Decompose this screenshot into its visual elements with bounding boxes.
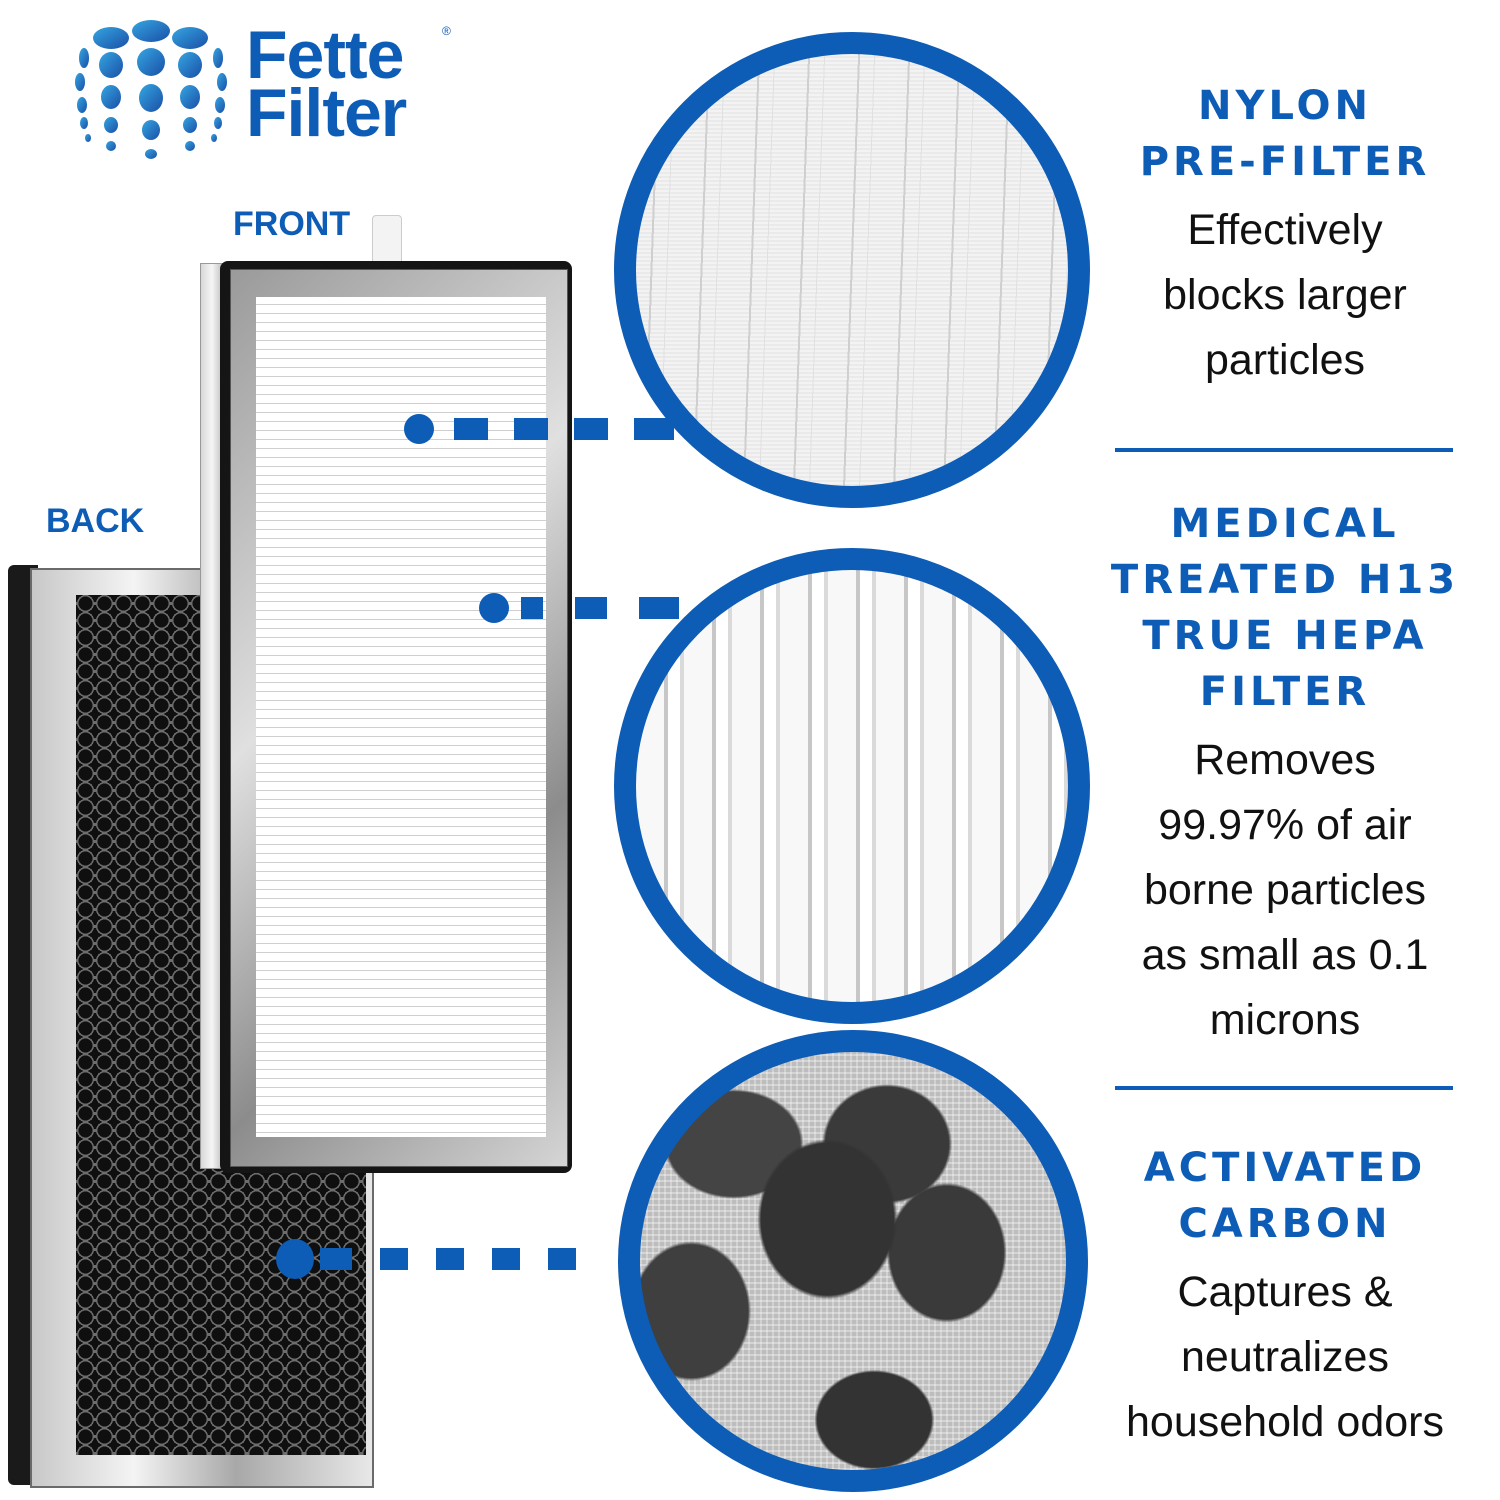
callout-connector-carbon xyxy=(276,1239,616,1279)
connector-dash xyxy=(521,597,543,619)
brand-logo: Fette Filter ® xyxy=(66,20,466,170)
feature-title-line: PRE-FILTER xyxy=(1139,139,1431,185)
feature-description-line: 99.97% of air xyxy=(1158,801,1412,849)
feature-title-line: NYLON xyxy=(1198,83,1372,129)
hepa-pleated-media xyxy=(256,297,546,1137)
registered-mark: ® xyxy=(442,24,451,38)
callout-connector-nylon xyxy=(404,414,684,444)
brand-name: Fette Filter xyxy=(246,17,407,151)
connector-dash xyxy=(575,597,607,619)
feature-description-line: borne particles xyxy=(1143,866,1427,914)
connector-dash xyxy=(436,1248,464,1270)
feature-description-line: Captures & xyxy=(1177,1268,1393,1316)
connector-dash xyxy=(380,1248,408,1270)
pull-tab xyxy=(372,215,402,265)
feature-title: MEDICAL TREATED H13 TRUE HEPA FILTER xyxy=(1100,496,1470,720)
brand-name-line2: Filter xyxy=(246,75,407,151)
connector-dash xyxy=(548,1248,576,1270)
feature-description-line: neutralizes xyxy=(1181,1333,1389,1381)
connector-dash xyxy=(574,418,608,440)
connector-dot xyxy=(276,1239,314,1279)
connector-dash xyxy=(639,597,679,619)
connector-dash xyxy=(634,418,674,440)
back-label: BACK xyxy=(46,502,145,540)
connector-dash xyxy=(514,418,548,440)
brand-name-line1: Fette xyxy=(246,17,404,93)
feature-description-line: microns xyxy=(1209,996,1361,1044)
feature-title-line: TREATED H13 xyxy=(1110,557,1460,603)
feature-description: Removes 99.97% of air borne particles as… xyxy=(1100,728,1470,1053)
activated-carbon-closeup xyxy=(618,1030,1088,1492)
feature-title-line: ACTIVATED xyxy=(1143,1145,1427,1191)
feature-description-line: Removes xyxy=(1194,736,1376,784)
section-divider xyxy=(1115,448,1453,452)
feature-title: ACTIVATED CARBON xyxy=(1100,1140,1470,1252)
feature-description-line: particles xyxy=(1204,336,1366,384)
feature-description: Captures & neutralizes household odors xyxy=(1100,1260,1470,1455)
connector-dot xyxy=(479,593,509,623)
feature-title-line: TRUE HEPA xyxy=(1142,613,1428,659)
feature-title-line: CARBON xyxy=(1178,1201,1392,1247)
front-label: FRONT xyxy=(233,205,351,243)
dotted-globe-icon xyxy=(75,20,227,159)
connector-dash xyxy=(454,418,488,440)
feature-activated-carbon: ACTIVATED CARBON Captures & neutralizes … xyxy=(1100,1140,1470,1455)
feature-description-line: blocks larger xyxy=(1163,271,1407,319)
feature-description-line: Effectively xyxy=(1187,206,1383,254)
front-hepa-filter-image xyxy=(200,215,572,1173)
hepa-filter-closeup xyxy=(614,548,1090,1024)
callout-connector-hepa xyxy=(479,593,689,623)
section-divider xyxy=(1115,1086,1453,1090)
feature-title-line: FILTER xyxy=(1199,669,1371,715)
feature-title-line: MEDICAL xyxy=(1170,501,1400,547)
feature-description-line: as small as 0.1 xyxy=(1141,931,1429,979)
feature-description: Effectively blocks larger particles xyxy=(1100,198,1470,393)
feature-hepa-filter: MEDICAL TREATED H13 TRUE HEPA FILTER Rem… xyxy=(1100,496,1470,1053)
connector-dash xyxy=(320,1248,352,1270)
feature-description-line: household odors xyxy=(1126,1398,1444,1446)
connector-dot xyxy=(404,414,434,444)
feature-title: NYLON PRE-FILTER xyxy=(1100,78,1470,190)
connector-dash xyxy=(492,1248,520,1270)
feature-nylon-prefilter: NYLON PRE-FILTER Effectively blocks larg… xyxy=(1100,78,1470,393)
nylon-prefilter-closeup xyxy=(614,32,1090,508)
